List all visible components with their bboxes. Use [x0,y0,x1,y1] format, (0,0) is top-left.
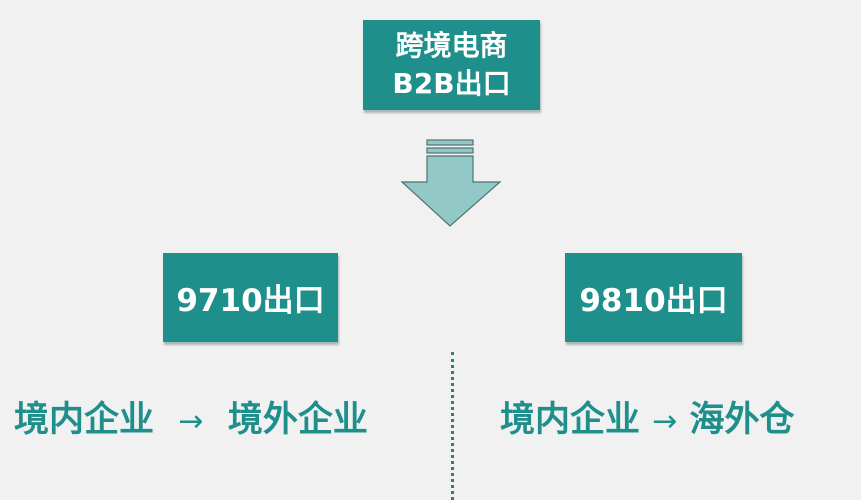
right-arrow-icon: → [178,404,204,439]
down-arrow-icon [400,139,502,227]
node-9710-export: 9710出口 [163,253,338,342]
flow-9710: 境内企业 → 境外企业 [14,392,368,450]
dotted-divider [451,352,454,500]
flow-9810-from: 境内企业 [500,400,641,440]
node-9810-label: 9810出口 [579,283,728,319]
flow-9810: 境内企业 → 海外仓 [500,392,795,450]
right-arrow-icon: → [652,404,678,439]
flow-9710-from: 境内企业 [14,400,155,440]
flow-9710-to: 境外企业 [227,400,368,440]
root-node-line1: 跨境电商 [395,29,508,62]
node-9710-label: 9710出口 [176,283,325,319]
root-node-cross-border-b2b-export: 跨境电商 B2B出口 [363,20,540,110]
root-node-line2: B2B出口 [392,67,511,100]
node-9810-export: 9810出口 [565,253,742,342]
flow-9810-to: 海外仓 [689,400,795,440]
